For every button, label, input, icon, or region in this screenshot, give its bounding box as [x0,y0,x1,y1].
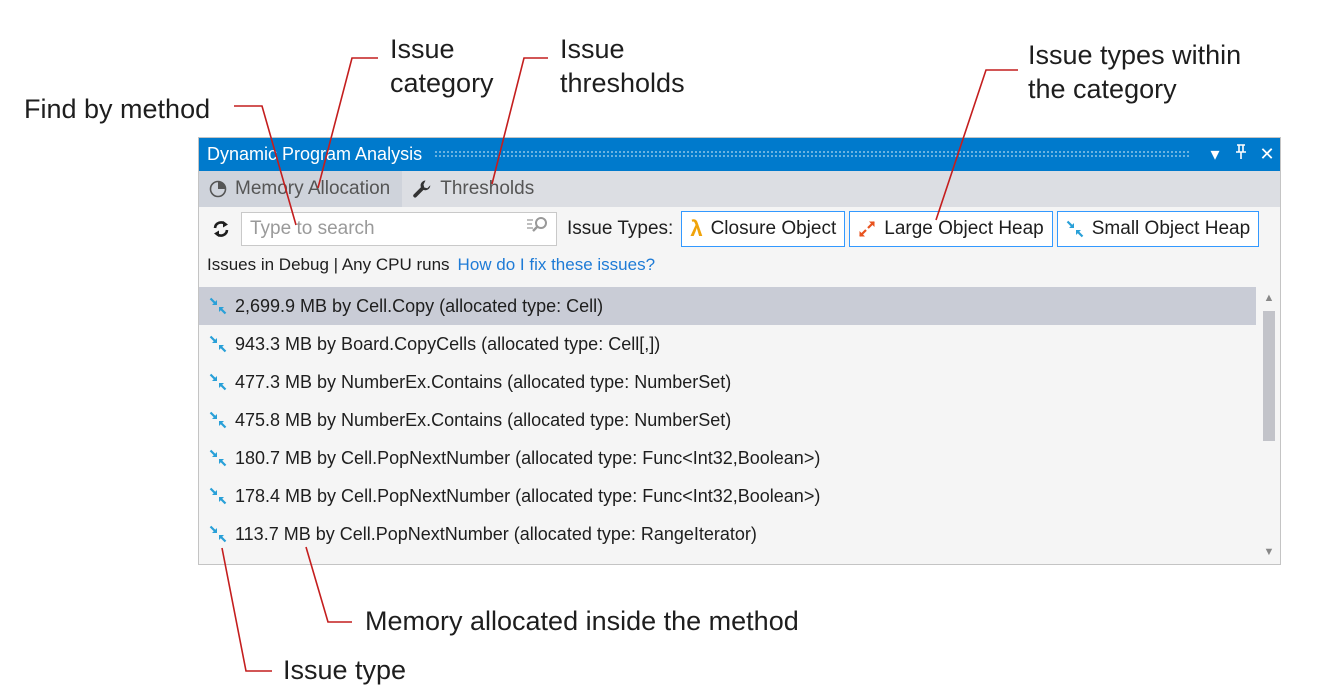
window-titlebar[interactable]: Dynamic Program Analysis ▾ ✕ [199,138,1280,171]
leader-issue-type [221,547,272,672]
issue-text: 2,699.9 MB by Cell.Copy (allocated type:… [235,295,604,316]
window-title: Dynamic Program Analysis [207,144,423,164]
issue-types-label: Issue Types: [567,218,674,239]
issue-text: 477.3 MB by NumberEx.Contains (allocated… [235,371,732,392]
small-object-heap-toggle[interactable]: Small Object Heap [1056,211,1260,247]
tab-memory-allocation[interactable]: Memory Allocation [199,171,403,207]
callout-issue-thresholds-line2: thresholds [560,68,685,98]
callout-issue-type: Issue type [283,655,407,685]
lambda-icon: λ [690,216,703,241]
issue-text: 113.7 MB by Cell.PopNextNumber (allocate… [235,523,757,544]
titlebar-grip[interactable] [434,150,1190,159]
small-object-heap-icon [209,449,227,467]
pie-chart-icon [209,180,227,198]
issue-row[interactable]: 180.7 MB by Cell.PopNextNumber (allocate… [199,439,1256,477]
issue-row[interactable]: 2,699.9 MB by Cell.Copy (allocated type:… [199,287,1256,325]
search-box[interactable] [241,212,557,246]
issue-row[interactable]: 943.3 MB by Board.CopyCells (allocated t… [199,325,1256,363]
scroll-up-icon[interactable]: ▲ [1263,292,1275,304]
small-object-heap-icon [209,297,227,315]
dynamic-program-analysis-window: Dynamic Program Analysis ▾ ✕ Memory Allo… [198,137,1281,565]
large-object-heap-label: Large Object Heap [884,218,1044,239]
tab-thresholds-label: Thresholds [440,178,535,199]
issue-text: 475.8 MB by NumberEx.Contains (allocated… [235,409,732,430]
callout-issue-category-line1: Issue [390,34,455,64]
runs-info-text: Issues in Debug | Any CPU runs [207,255,450,274]
pin-button[interactable] [1228,144,1254,165]
small-object-heap-icon [209,525,227,543]
toolbar: Issue Types: λ Closure Object Large Obje… [199,207,1280,251]
callout-issue-thresholds-line1: Issue [560,34,625,64]
vertical-scrollbar[interactable]: ▲ ▼ [1258,287,1280,563]
issue-text: 180.7 MB by Cell.PopNextNumber (allocate… [235,447,821,468]
closure-object-label: Closure Object [710,218,837,239]
small-object-heap-icon [209,411,227,429]
help-link[interactable]: How do I fix these issues? [457,255,656,274]
tab-memory-allocation-label: Memory Allocation [235,178,391,199]
refresh-icon [213,221,229,237]
pin-icon [1236,144,1246,159]
callout-issue-types-line1: Issue types within [1028,40,1242,70]
wrench-icon [412,179,432,199]
issue-row[interactable]: 113.7 MB by Cell.PopNextNumber (allocate… [199,515,1256,553]
callout-issue-types-line2: the category [1028,74,1177,104]
tab-thresholds[interactable]: Thresholds [402,171,546,207]
refresh-button[interactable] [209,220,233,238]
search-input[interactable] [250,218,526,240]
small-object-heap-icon [209,335,227,353]
small-object-heap-icon [209,373,227,391]
scrollbar-thumb[interactable] [1263,311,1275,441]
callout-memory-allocated: Memory allocated inside the method [365,606,799,636]
callout-issue-category-line2: category [390,68,494,98]
issue-row[interactable]: 475.8 MB by NumberEx.Contains (allocated… [199,401,1256,439]
issue-text: 178.4 MB by Cell.PopNextNumber (allocate… [235,485,821,506]
issue-row[interactable]: 178.4 MB by Cell.PopNextNumber (allocate… [199,477,1256,515]
search-options-icon[interactable] [526,216,550,242]
small-object-heap-label: Small Object Heap [1091,218,1251,239]
small-object-heap-icon [209,487,227,505]
issue-text: 943.3 MB by Board.CopyCells (allocated t… [235,333,661,354]
closure-object-toggle[interactable]: λ Closure Object [681,211,846,247]
window-dropdown-button[interactable]: ▾ [1210,144,1220,164]
runs-info-bar: Issues in Debug | Any CPU runs How do I … [199,251,1280,279]
issue-row[interactable]: 477.3 MB by NumberEx.Contains (allocated… [199,363,1256,401]
close-button[interactable]: ✕ [1259,144,1275,164]
issues-list: 2,699.9 MB by Cell.Copy (allocated type:… [199,287,1256,553]
callout-find-by-method: Find by method [24,94,211,124]
expand-arrows-icon [858,220,876,238]
category-tabs: Memory Allocation Thresholds [199,171,1280,207]
collapse-arrows-icon [1066,220,1084,238]
scroll-down-icon[interactable]: ▼ [1263,546,1275,558]
large-object-heap-toggle[interactable]: Large Object Heap [849,211,1053,247]
